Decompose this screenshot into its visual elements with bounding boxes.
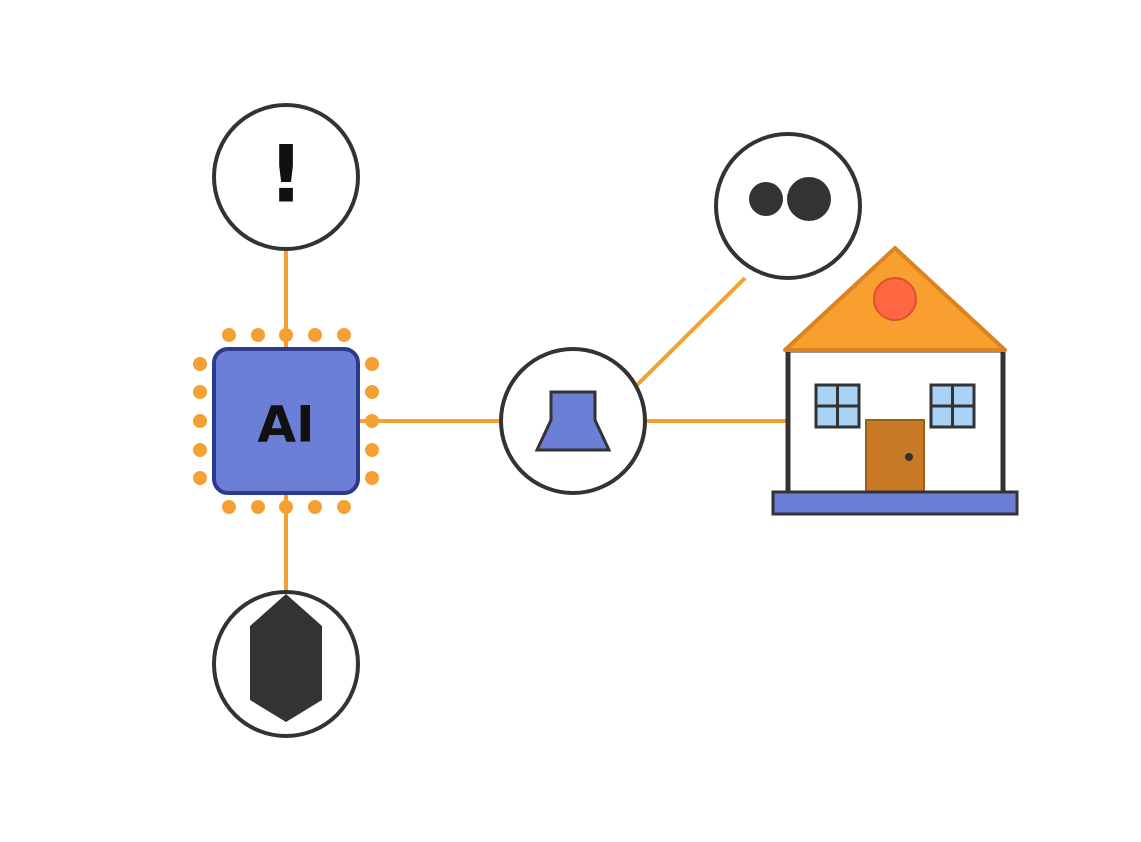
window-left bbox=[814, 383, 861, 429]
eye-left bbox=[749, 182, 783, 216]
house-door bbox=[865, 419, 925, 493]
chip-label: AI bbox=[257, 396, 314, 454]
connector-speaker-eyes bbox=[634, 276, 747, 388]
chip-body bbox=[212, 347, 360, 495]
hexagon-sensor-icon bbox=[212, 590, 360, 738]
alert-symbol: ! bbox=[268, 130, 304, 220]
chip-pins bbox=[193, 328, 379, 514]
camera-eyes-icon bbox=[714, 132, 862, 280]
house-foundation bbox=[771, 490, 1019, 516]
door-knob bbox=[905, 453, 913, 461]
window-right bbox=[929, 383, 976, 429]
eye-right bbox=[787, 177, 831, 221]
smart-speaker-icon bbox=[499, 347, 647, 495]
hexagon-shape bbox=[250, 594, 322, 722]
speaker-shape bbox=[534, 390, 612, 452]
roof-sensor-dot bbox=[873, 277, 917, 321]
smart-home-icon bbox=[771, 246, 1019, 516]
ai-chip-icon: AI bbox=[193, 328, 379, 514]
exclamation-icon: ! bbox=[212, 103, 360, 251]
